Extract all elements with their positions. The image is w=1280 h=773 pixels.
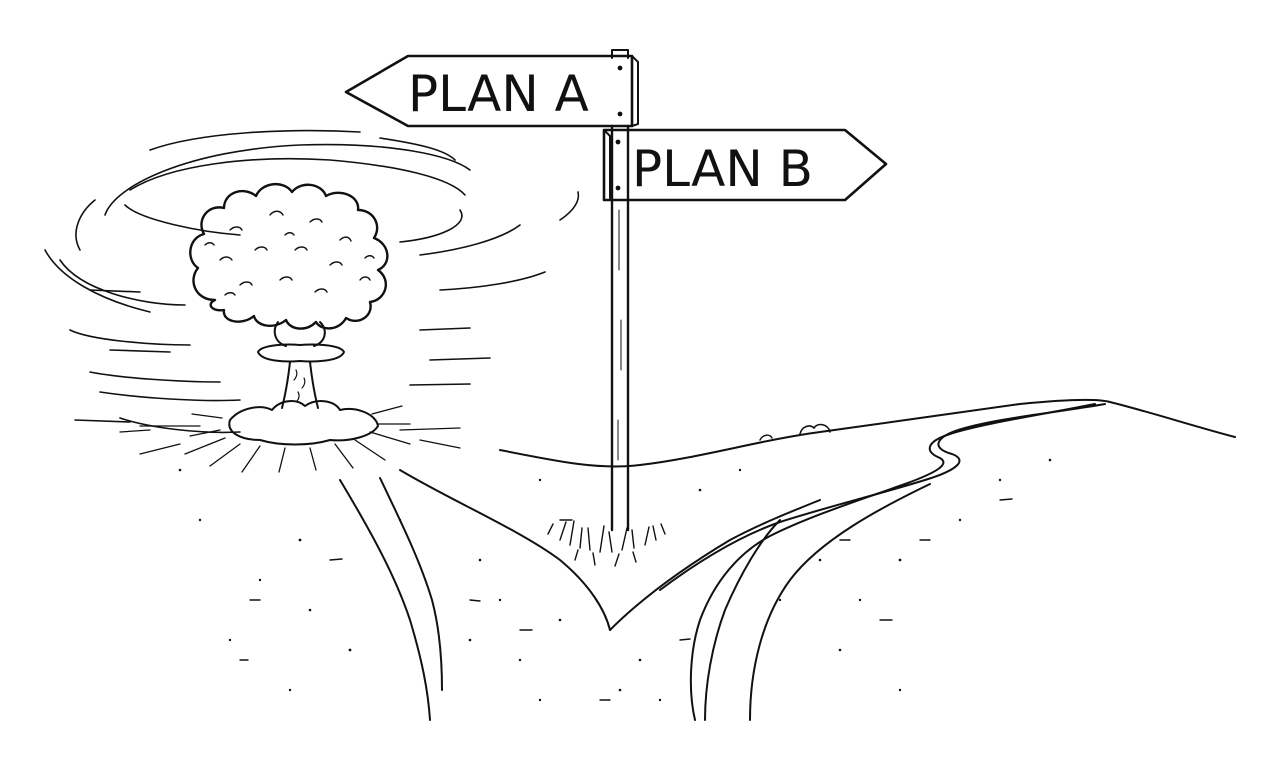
cloud-cap [189,183,389,330]
ground-stipple [178,458,1052,702]
burst-rays [119,405,461,473]
pole-grain [617,209,622,461]
sign-plan-a-nail-top [617,65,623,71]
road-right-outer [749,483,931,721]
road-center-left [379,477,443,691]
bush-1 [799,423,831,435]
sign-plan-a: PLAN A [344,54,639,128]
sign-plan-b-label: PLAN B [632,140,813,198]
sign-plan-a-label: PLAN A [408,65,589,123]
sign-plan-a-thickness [631,55,639,127]
signpost-pole [610,124,630,532]
ground-burst [228,400,379,446]
sign-plan-b-board [602,128,888,202]
cloud-stem [281,361,319,409]
hill-horizon [499,398,1236,468]
road-center-right [609,499,821,631]
road-far-edge-2 [689,403,1096,721]
road-right-inner [704,519,781,721]
road-left-outer [339,479,431,721]
cloud-texture [204,210,375,296]
grass-tuft [547,520,666,567]
mushroom-cloud [44,129,580,473]
sign-plan-b-thickness [603,129,611,199]
sign-plan-b-nail-top [615,139,621,145]
sign-plan-a-board [344,54,634,128]
signpost: PLAN A PLAN B [344,49,888,532]
cloud-ring [257,343,345,363]
sign-plan-b-nail-bottom [615,185,621,191]
sign-plan-a-nail-bottom [617,111,623,117]
ground-dashes [239,498,1013,701]
stem-texture [293,369,306,402]
sign-plan-b: PLAN B [602,128,888,202]
road-left-inner [399,469,611,631]
shockwave-lines [44,129,580,434]
bush-2 [759,434,773,441]
road-far-edge-1 [659,403,1106,591]
landscape [178,398,1236,721]
